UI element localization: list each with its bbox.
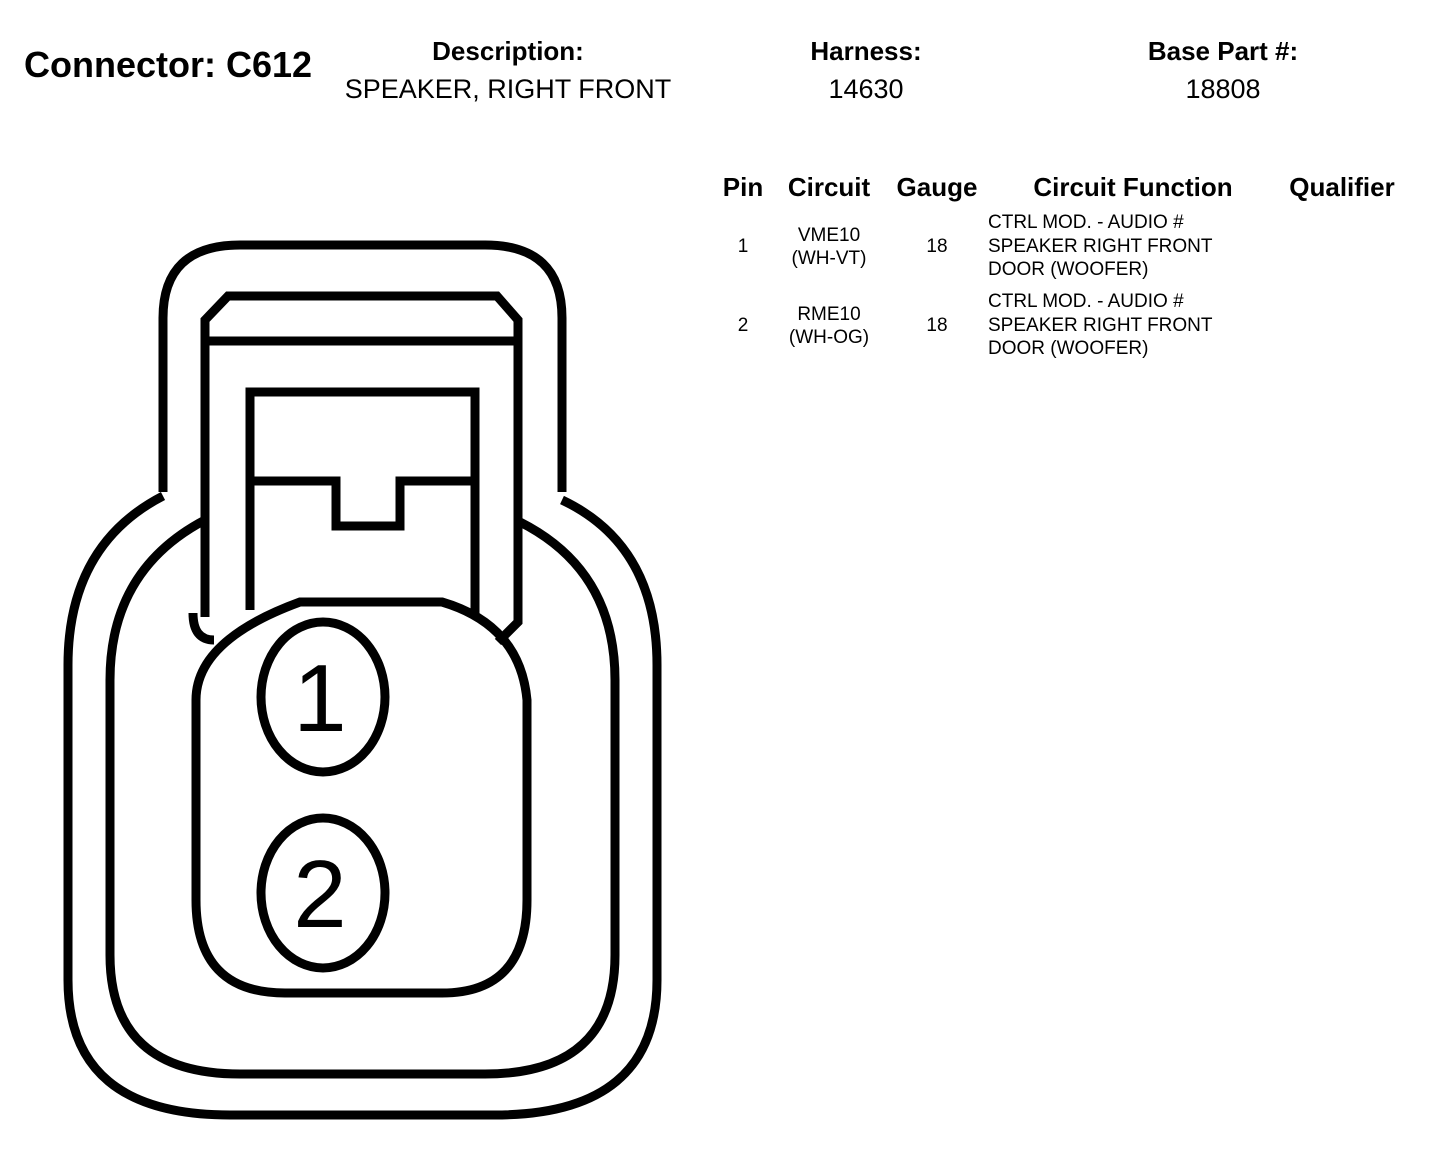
circuit-cell: RME10 (WH-OG) <box>789 303 869 349</box>
harness-value: 14630 <box>828 74 904 104</box>
pin-2-terminal <box>256 813 390 973</box>
pin-cell: 1 <box>737 236 749 257</box>
function-line: SPEAKER RIGHT FRONT <box>988 314 1213 336</box>
pin-1-terminal <box>256 617 390 777</box>
latch-frame <box>200 291 523 646</box>
column-header-pin: Pin <box>722 172 764 202</box>
pin-cell: 2 <box>737 315 749 336</box>
column-header-qualifier: Qualifier <box>1289 172 1395 202</box>
latch-hook <box>188 612 215 645</box>
pin-2-label: 2 <box>293 841 346 948</box>
gauge-cell: 18 <box>926 236 948 257</box>
latch-tower-outline <box>158 240 567 492</box>
circuit-cell: VME10 (WH-VT) <box>792 224 867 270</box>
function-line: CTRL MOD. - AUDIO # <box>988 212 1184 233</box>
harness-label: Harness: <box>810 36 922 66</box>
function-line: SPEAKER RIGHT FRONT <box>988 235 1213 257</box>
connector-title: Connector: C612 <box>24 44 313 85</box>
description-value: SPEAKER, RIGHT FRONT <box>344 74 672 104</box>
column-header-circuit-function: Circuit Function <box>1033 172 1233 202</box>
column-header-gauge: Gauge <box>896 172 978 202</box>
circuit-color: (WH-OG) <box>788 327 870 348</box>
circuit-function-cell: CTRL MOD. - AUDIO # SPEAKER RIGHT FRONT … <box>988 290 1213 361</box>
function-line: DOOR (WOOFER) <box>988 338 1149 359</box>
description-label: Description: <box>432 36 584 66</box>
function-line: DOOR (WOOFER) <box>988 259 1149 280</box>
gauge-cell: 18 <box>926 315 948 336</box>
circuit-color: (WH-VT) <box>791 248 867 269</box>
housing-inner-outline <box>105 516 620 1079</box>
latch-tab-notch <box>250 476 475 531</box>
function-line: CTRL MOD. - AUDIO # <box>988 291 1184 312</box>
housing-outer-outline <box>63 492 662 1120</box>
circuit-code: VME10 <box>797 225 861 246</box>
circuit-code: RME10 <box>797 304 861 325</box>
latch-tab-window <box>245 387 480 615</box>
base-part-value: 18808 <box>1185 74 1261 104</box>
connector-face-diagram: 1 2 <box>63 240 662 1120</box>
circuit-function-cell: CTRL MOD. - AUDIO # SPEAKER RIGHT FRONT … <box>988 211 1213 282</box>
pin-cavity-outline <box>191 597 532 998</box>
column-header-circuit: Circuit <box>787 172 871 202</box>
pin-1-label: 1 <box>293 645 346 752</box>
base-part-label: Base Part #: <box>1147 36 1299 66</box>
